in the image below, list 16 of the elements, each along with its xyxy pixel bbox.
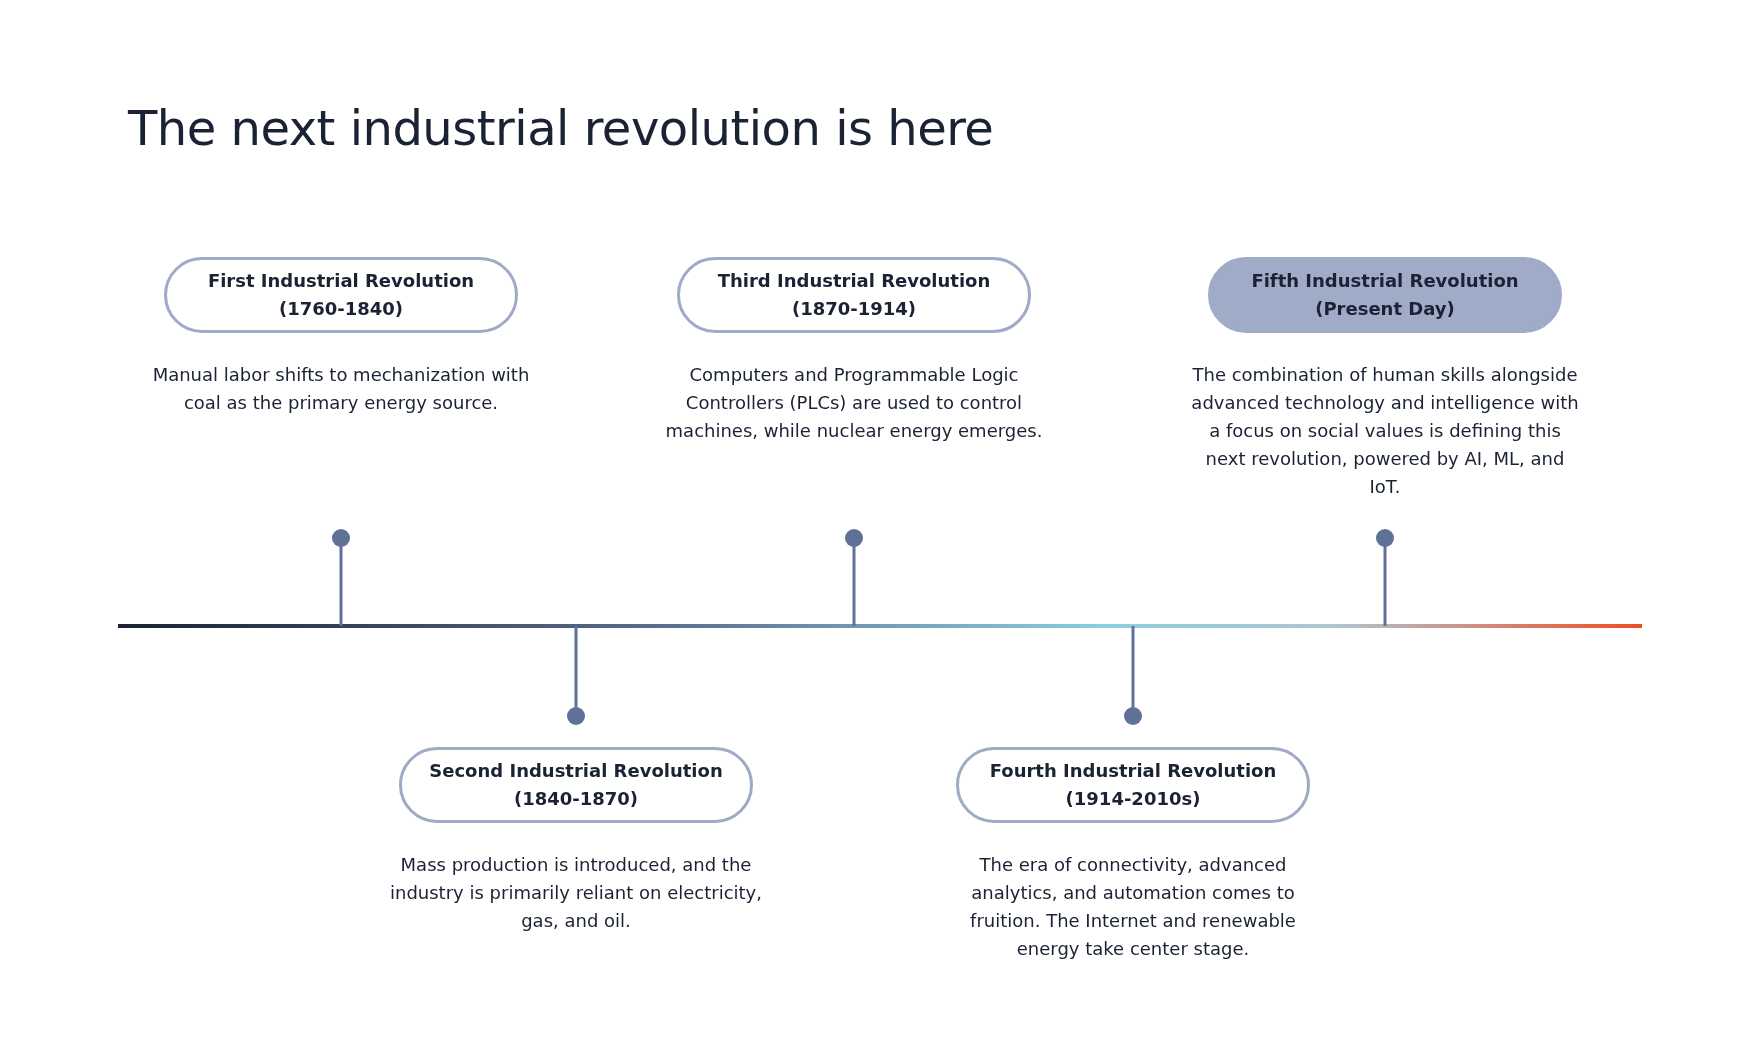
era-description: Computers and Programmable Logic Controllers (PLCs) are used to control machines, while nuclear energy emerges. [664, 363, 1044, 443]
era-description: Mass production is introduced, and the industry is primarily reliant on electricity, gas, and oil. [389, 853, 763, 933]
era-title: Third Industrial Revolution [717, 269, 991, 293]
era-period: (Present Day) [1315, 297, 1455, 321]
era-description: Manual labor shifts to mechanization with coal as the primary energy source. [151, 363, 531, 415]
era-description: The combination of human skills alongside advanced technology and intelligence with a focus on social values is defining this next revolution, powered by AI, ML, and IoT. [1190, 363, 1580, 499]
era-period: (1870-1914) [791, 297, 917, 321]
era-title: Second Industrial Revolution [429, 759, 723, 783]
era-period: (1760-1840) [278, 297, 404, 321]
era-title: First Industrial Revolution [207, 269, 475, 293]
page-title: The next industrial revolution is here [128, 100, 994, 156]
era-period: (1914-2010s) [1065, 787, 1201, 811]
era-period: (1840-1870) [513, 787, 639, 811]
era-title: Fifth Industrial Revolution [1251, 269, 1519, 293]
era-title: Fourth Industrial Revolution [989, 759, 1277, 783]
era-description: The era of connectivity, advanced analytics, and automation comes to fruition. The Internet and renewable energy take center stage. [969, 853, 1297, 961]
